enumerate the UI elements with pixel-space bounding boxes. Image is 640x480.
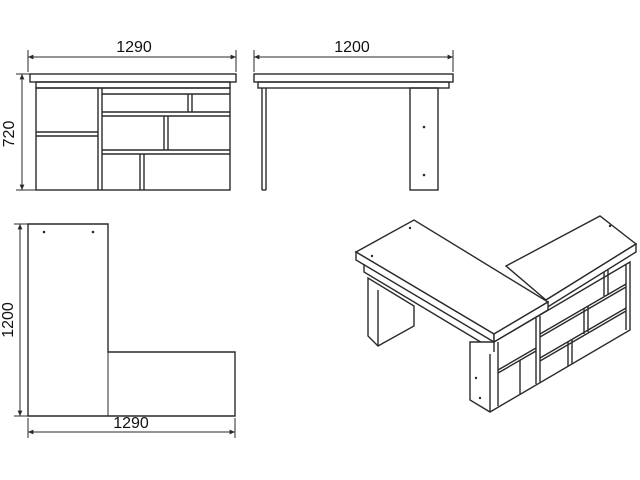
side-view: 1200 — [253, 39, 454, 191]
front-width-label: 1290 — [116, 39, 152, 56]
iso-left-leg — [367, 276, 415, 347]
front-apron — [35, 81, 231, 89]
top-width-label: 1290 — [113, 415, 149, 432]
side-desktop-board — [253, 73, 454, 83]
side-apron — [257, 81, 450, 89]
front-desktop-board — [29, 73, 237, 83]
isometric-view — [354, 215, 638, 413]
top-l-shape-outline — [27, 223, 236, 417]
front-carcass — [35, 87, 231, 191]
front-view: 1290 720 — [1, 39, 237, 191]
side-width-label: 1200 — [334, 39, 370, 56]
side-pedestal — [409, 87, 439, 191]
top-height-label: 1200 — [0, 302, 17, 338]
top-view: 1200 1290 — [0, 223, 236, 438]
front-height-label: 720 — [1, 121, 18, 148]
